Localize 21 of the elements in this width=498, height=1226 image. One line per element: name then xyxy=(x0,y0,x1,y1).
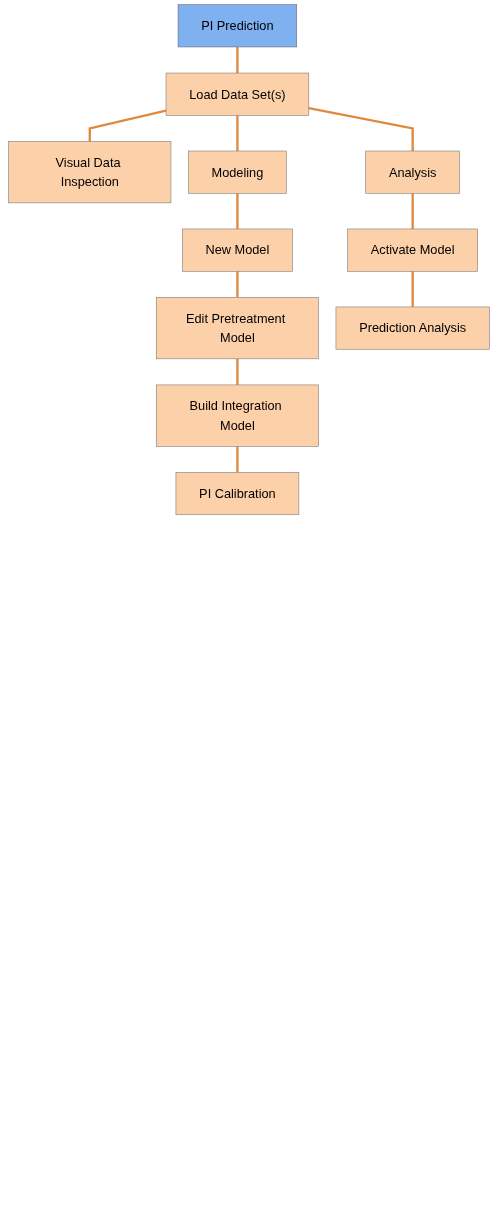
connector xyxy=(308,107,414,151)
node-box: Modeling xyxy=(188,150,287,194)
connector xyxy=(236,271,239,298)
node-box: PI Calibration xyxy=(175,472,300,516)
connector xyxy=(88,109,167,142)
connector xyxy=(236,115,239,151)
node-box: Build Integration Model xyxy=(155,384,319,447)
connector xyxy=(411,271,414,307)
node-box: Load Data Set(s) xyxy=(165,72,310,116)
node-box: Visual Data Inspection xyxy=(8,141,172,204)
node-box: Analysis xyxy=(365,150,460,194)
connector xyxy=(236,193,239,229)
node-box: PI Prediction xyxy=(177,4,298,48)
connector xyxy=(236,46,239,74)
connector xyxy=(411,193,414,229)
connector xyxy=(236,446,239,473)
node-box: Activate Model xyxy=(347,228,478,272)
node-box: New Model xyxy=(182,228,293,272)
connector xyxy=(236,358,239,385)
node-box: Edit Pretreatment Model xyxy=(155,297,319,360)
node-box: Prediction Analysis xyxy=(335,306,490,350)
